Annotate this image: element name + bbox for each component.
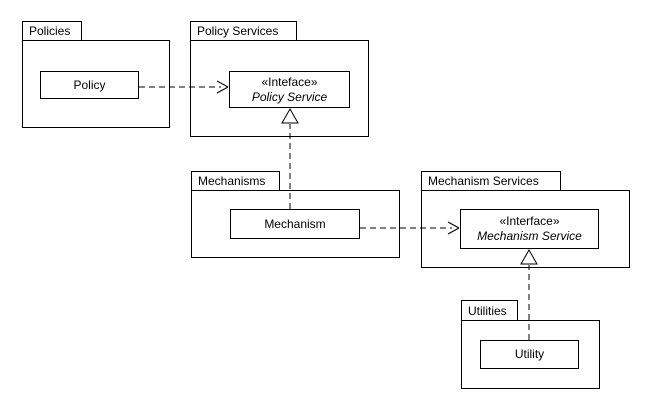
class-policy: Policy: [40, 71, 139, 99]
package-tab-policies: Policies: [22, 21, 82, 41]
class-utility: Utility: [480, 340, 579, 369]
interface-policy-service-stereotype: «Inteface»: [261, 74, 318, 89]
class-mechanism-label: Mechanism: [264, 216, 326, 231]
package-label-mechanism-services: Mechanism Services: [428, 174, 539, 188]
package-label-utilities: Utilities: [468, 303, 507, 318]
package-label-mechanisms: Mechanisms: [198, 174, 266, 188]
class-mechanism: Mechanism: [230, 209, 360, 239]
class-utility-label: Utility: [514, 347, 545, 361]
package-tab-mechanism-services: Mechanism Services: [421, 171, 561, 191]
package-tab-utilities: Utilities: [461, 300, 518, 321]
package-tab-mechanisms: Mechanisms: [191, 171, 280, 191]
interface-mechanism-service-stereotype: «Interface»: [499, 214, 560, 228]
interface-mechanism-service-label: Mechanism Service: [477, 229, 582, 243]
package-label-policy-services: Policy Services: [197, 24, 279, 38]
package-label-policies: Policies: [29, 24, 71, 38]
interface-policy-service: «Inteface» Policy Service: [229, 71, 350, 108]
package-tab-policy-services: Policy Services: [190, 21, 297, 41]
interface-policy-service-label: Policy Service: [251, 89, 328, 104]
class-policy-label: Policy: [73, 77, 106, 92]
interface-mechanism-service: «Interface» Mechanism Service: [460, 209, 599, 249]
